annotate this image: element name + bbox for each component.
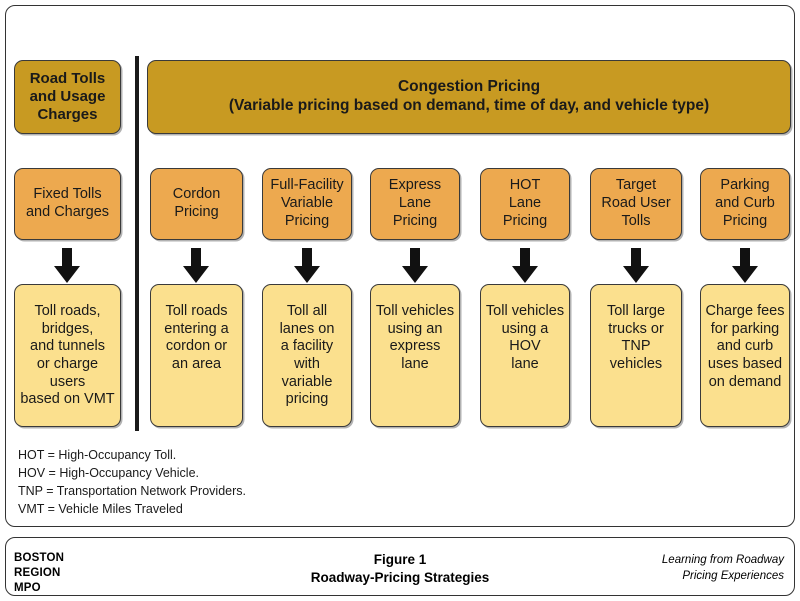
category-fixed-tolls-and-charges[interactable]: Fixed Tolls and Charges [14, 168, 121, 240]
category-parking-and-curb-pricing-label: Parking and Curb Pricing [715, 177, 775, 229]
description-full-facility-variable-pricing-text: Toll all lanes on a facility with variab… [279, 303, 335, 408]
arrow-down-parking-curb [730, 248, 760, 284]
abbreviations-legend: HOT = High-Occupancy Toll. HOV = High-Oc… [18, 448, 246, 517]
description-target-road-user-tolls: Toll large trucks or TNP vehicles [590, 284, 682, 427]
category-full-facility-variable-pricing-label: Full-Facility Variable Pricing [270, 177, 344, 229]
group-header-congestion-pricing-label: Congestion Pricing (Variable pricing bas… [228, 78, 710, 114]
group-header-road-tolls: Road Tolls and Usage Charges [14, 60, 121, 134]
description-target-road-user-tolls-text: Toll large trucks or TNP vehicles [606, 303, 666, 373]
description-parking-and-curb-pricing-text: Charge fees for parking and curb uses ba… [705, 303, 785, 390]
category-hot-lane-pricing[interactable]: HOT Lane Pricing [480, 168, 570, 240]
arrow-down-hot-lane [510, 248, 540, 284]
category-cordon-pricing-label: Cordon Pricing [172, 186, 221, 220]
description-express-lane-pricing: Toll vehicles using an express lane [370, 284, 460, 427]
description-fixed-tolls-and-charges-text: Toll roads, bridges, and tunnels or char… [20, 303, 115, 408]
category-hot-lane-pricing-label: HOT Lane Pricing [502, 177, 548, 229]
description-parking-and-curb-pricing: Charge fees for parking and curb uses ba… [700, 284, 790, 427]
footer-panel [5, 537, 795, 596]
category-express-lane-pricing[interactable]: Express Lane Pricing [370, 168, 460, 240]
description-hot-lane-pricing-text: Toll vehicles using a HOV lane [485, 303, 565, 373]
description-cordon-pricing-text: Toll roads entering a cordon or an area [164, 303, 229, 373]
figure-title: Figure 1 Roadway-Pricing Strategies [310, 552, 490, 585]
category-target-road-user-tolls[interactable]: Target Road User Tolls [590, 168, 682, 240]
description-hot-lane-pricing: Toll vehicles using a HOV lane [480, 284, 570, 427]
category-full-facility-variable-pricing[interactable]: Full-Facility Variable Pricing [262, 168, 352, 240]
description-cordon-pricing: Toll roads entering a cordon or an area [150, 284, 243, 427]
figure-source: Learning from Roadway Pricing Experience… [661, 554, 784, 582]
arrow-down-full-facility [292, 248, 322, 284]
category-parking-and-curb-pricing[interactable]: Parking and Curb Pricing [700, 168, 790, 240]
group-header-congestion-pricing: Congestion Pricing (Variable pricing bas… [147, 60, 791, 134]
arrow-down-fixed-tolls [52, 248, 82, 284]
category-express-lane-pricing-label: Express Lane Pricing [388, 177, 442, 229]
group-header-road-tolls-label: Road Tolls and Usage Charges [29, 69, 106, 124]
arrow-down-target-road-user [621, 248, 651, 284]
description-full-facility-variable-pricing: Toll all lanes on a facility with variab… [262, 284, 352, 427]
category-fixed-tolls-and-charges-label: Fixed Tolls and Charges [25, 186, 110, 220]
arrow-down-express-lane [400, 248, 430, 284]
category-target-road-user-tolls-label: Target Road User Tolls [601, 177, 671, 229]
group-divider [135, 56, 139, 431]
category-cordon-pricing[interactable]: Cordon Pricing [150, 168, 243, 240]
mpo-logo-text: BOSTON REGION MPO [14, 552, 65, 594]
description-fixed-tolls-and-charges: Toll roads, bridges, and tunnels or char… [14, 284, 121, 427]
arrow-down-cordon-pricing [181, 248, 211, 284]
description-express-lane-pricing-text: Toll vehicles using an express lane [375, 303, 455, 373]
